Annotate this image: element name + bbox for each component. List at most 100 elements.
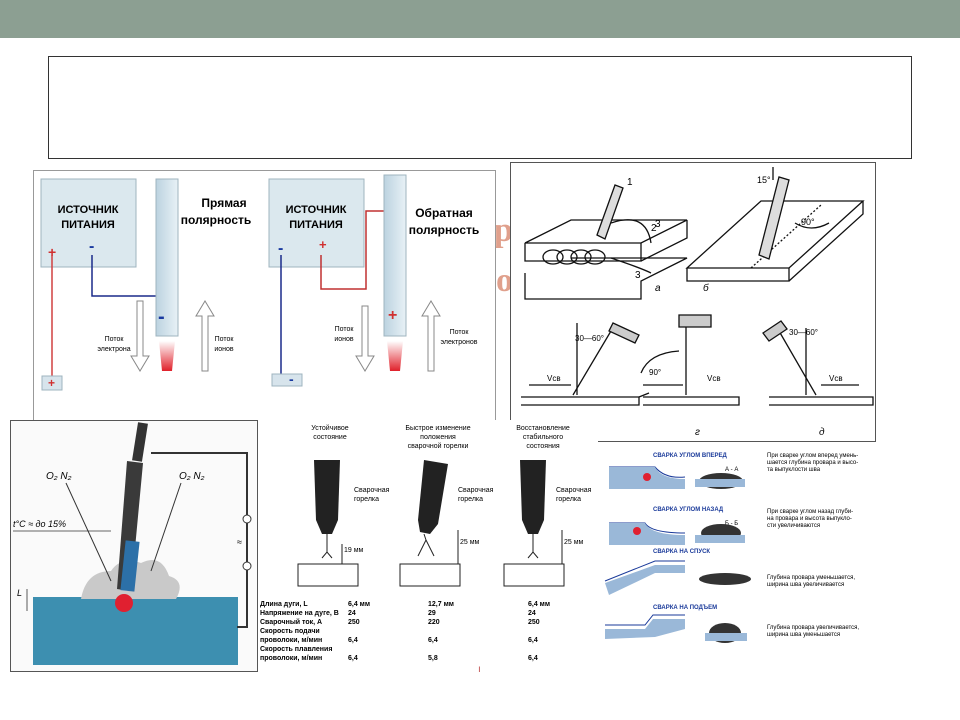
svg-text:6,4: 6,4 [428, 637, 438, 644]
svg-text:Обратная: Обратная [415, 206, 473, 220]
top-bar [0, 0, 960, 38]
svg-text:Vсв: Vсв [829, 374, 843, 383]
svg-text:6,4: 6,4 [348, 637, 358, 644]
svg-text:15°: 15° [757, 175, 771, 185]
svg-text:Сварочная: Сварочная [556, 487, 592, 494]
svg-text:90°: 90° [801, 217, 815, 227]
welding-angle-diagram: 1 2 3 3 а б 15° 90° 30—60° 90° 30—60° Vс… [510, 162, 876, 442]
svg-text:24: 24 [528, 610, 536, 617]
svg-text:Поток: Поток [215, 336, 235, 343]
svg-text:24: 24 [348, 610, 356, 617]
slide-title-box[interactable] [48, 56, 912, 159]
svg-text:30—60°: 30—60° [789, 328, 818, 337]
svg-text:25 мм: 25 мм [460, 539, 480, 546]
svg-text:O₂ N₂: O₂ N₂ [179, 471, 205, 482]
svg-text:Глубина провара уменьшается,: Глубина провара уменьшается, [767, 575, 855, 581]
svg-text:Быстрое изменение: Быстрое изменение [405, 425, 470, 432]
svg-text:25 мм: 25 мм [564, 539, 584, 546]
arc-stability-table: Устойчивое состояние Быстрое изменение п… [258, 420, 598, 672]
svg-text:6,4: 6,4 [348, 655, 358, 662]
svg-text:полярность: полярность [181, 213, 252, 227]
polarity-diagram: ИСТОЧНИК ПИТАНИЯ + - + - Прямая полярнос… [33, 170, 496, 422]
svg-text:сти увеличиваются: сти увеличиваются [767, 523, 820, 529]
svg-text:Поток: Поток [450, 329, 470, 336]
work-sign: + [48, 376, 55, 390]
svg-text:ширина шва увеличивается: ширина шва увеличивается [767, 582, 844, 588]
svg-text:д: д [819, 427, 825, 438]
svg-text:шается глубина провара и высо-: шается глубина провара и высо- [767, 460, 858, 466]
svg-text:Длина дуги, L: Длина дуги, L [260, 601, 308, 608]
svg-text:-: - [278, 240, 283, 257]
svg-text:стабильного: стабильного [523, 433, 563, 441]
svg-text:электрона: электрона [97, 346, 130, 353]
svg-text:СВАРКА УГЛОМ НАЗАД: СВАРКА УГЛОМ НАЗАД [653, 507, 724, 513]
svg-text:5,8: 5,8 [428, 655, 438, 662]
svg-text:19 мм: 19 мм [344, 547, 364, 554]
svg-text:Поток: Поток [105, 336, 125, 343]
svg-text:та выпуклости шва: та выпуклости шва [767, 467, 821, 473]
svg-text:90°: 90° [649, 368, 661, 377]
svg-text:СВАРКА НА СПУСК: СВАРКА НА СПУСК [653, 549, 710, 555]
svg-text:Сварочная: Сварочная [458, 487, 494, 494]
page-marker: ı [478, 664, 481, 675]
svg-text:проволоки, м/мин: проволоки, м/мин [260, 637, 322, 644]
svg-text:состояния: состояния [526, 443, 560, 450]
svg-text:250: 250 [528, 619, 540, 626]
svg-text:ПИТАНИЯ: ПИТАНИЯ [289, 219, 343, 231]
svg-text:Напряжение на дуге, В: Напряжение на дуге, В [260, 610, 339, 617]
svg-text:полярность: полярность [409, 223, 480, 237]
svg-text:СВАРКА УГЛОМ ВПЕРЕД: СВАРКА УГЛОМ ВПЕРЕД [653, 453, 728, 459]
svg-text:ионов: ионов [334, 336, 354, 343]
svg-text:горелка: горелка [556, 496, 581, 503]
svg-text:состояние: состояние [313, 434, 347, 441]
svg-text:6,4: 6,4 [528, 655, 538, 662]
polarity-title: Прямая [201, 196, 246, 210]
svg-text:12,7 мм: 12,7 мм [428, 601, 454, 608]
svg-text:-: - [89, 238, 94, 255]
svg-text:Восстановление: Восстановление [516, 425, 570, 432]
svg-text:O₂ N₂: O₂ N₂ [46, 471, 72, 482]
svg-text:г: г [695, 427, 700, 438]
svg-text:ИСТОЧНИК: ИСТОЧНИК [286, 204, 347, 216]
svg-text:Скорость плавления: Скорость плавления [260, 646, 332, 653]
svg-text:Vсв: Vсв [547, 374, 561, 383]
svg-text:+: + [388, 307, 397, 324]
svg-text:+: + [319, 237, 327, 252]
svg-text:горелка: горелка [354, 496, 379, 503]
svg-text:положения: положения [420, 434, 456, 441]
svg-text:б: б [703, 282, 709, 294]
svg-text:6,4 мм: 6,4 мм [528, 601, 550, 608]
svg-text:При сварке углом назад глуби-: При сварке углом назад глуби- [767, 509, 853, 515]
svg-text:ширина шва уменьшается: ширина шва уменьшается [767, 632, 840, 638]
svg-text:3: 3 [655, 219, 661, 230]
svg-text:А - А: А - А [725, 467, 738, 473]
svg-text:на провара и высота выпукло-: на провара и высота выпукло- [767, 516, 852, 522]
svg-text:29: 29 [428, 610, 436, 617]
svg-text:Сварочная: Сварочная [354, 487, 390, 494]
electrode-sign: - [158, 306, 165, 328]
svg-text:горелка: горелка [458, 496, 483, 503]
svg-text:ПИТАНИЯ: ПИТАНИЯ [61, 219, 115, 231]
svg-text:6,4: 6,4 [528, 637, 538, 644]
svg-text:Vсв: Vсв [707, 374, 721, 383]
svg-text:Устойчивое: Устойчивое [311, 424, 348, 432]
source-label: ИСТОЧНИК [58, 204, 119, 216]
svg-text:электронов: электронов [440, 339, 477, 346]
svg-text:220: 220 [428, 619, 440, 626]
svg-text:6,4 мм: 6,4 мм [348, 601, 370, 608]
svg-text:Поток: Поток [335, 326, 355, 333]
svg-text:t°C ≈ до 15%: t°C ≈ до 15% [13, 519, 66, 529]
gas-shielding-diagram: ≈ O₂ N₂ O₂ N₂ t°C ≈ до 15% L [10, 420, 258, 672]
svg-text:проволоки, м/мин: проволоки, м/мин [260, 655, 322, 662]
welding-techniques: СВАРКА УГЛОМ ВПЕРЕД А - А При сварке угл… [595, 449, 876, 665]
current-symbol: ≈ [237, 537, 242, 547]
svg-text:3: 3 [635, 270, 641, 281]
svg-text:Скорость подачи: Скорость подачи [260, 628, 320, 635]
svg-text:а: а [655, 283, 661, 294]
svg-text:30—60°: 30—60° [575, 334, 604, 343]
svg-text:Глубина провара увеличивается,: Глубина провара увеличивается, [767, 625, 859, 631]
svg-text:-: - [289, 371, 294, 387]
svg-text:СВАРКА НА ПОДЪЕМ: СВАРКА НА ПОДЪЕМ [653, 605, 717, 611]
svg-text:сварочной горелки: сварочной горелки [408, 442, 469, 450]
svg-text:250: 250 [348, 619, 360, 626]
